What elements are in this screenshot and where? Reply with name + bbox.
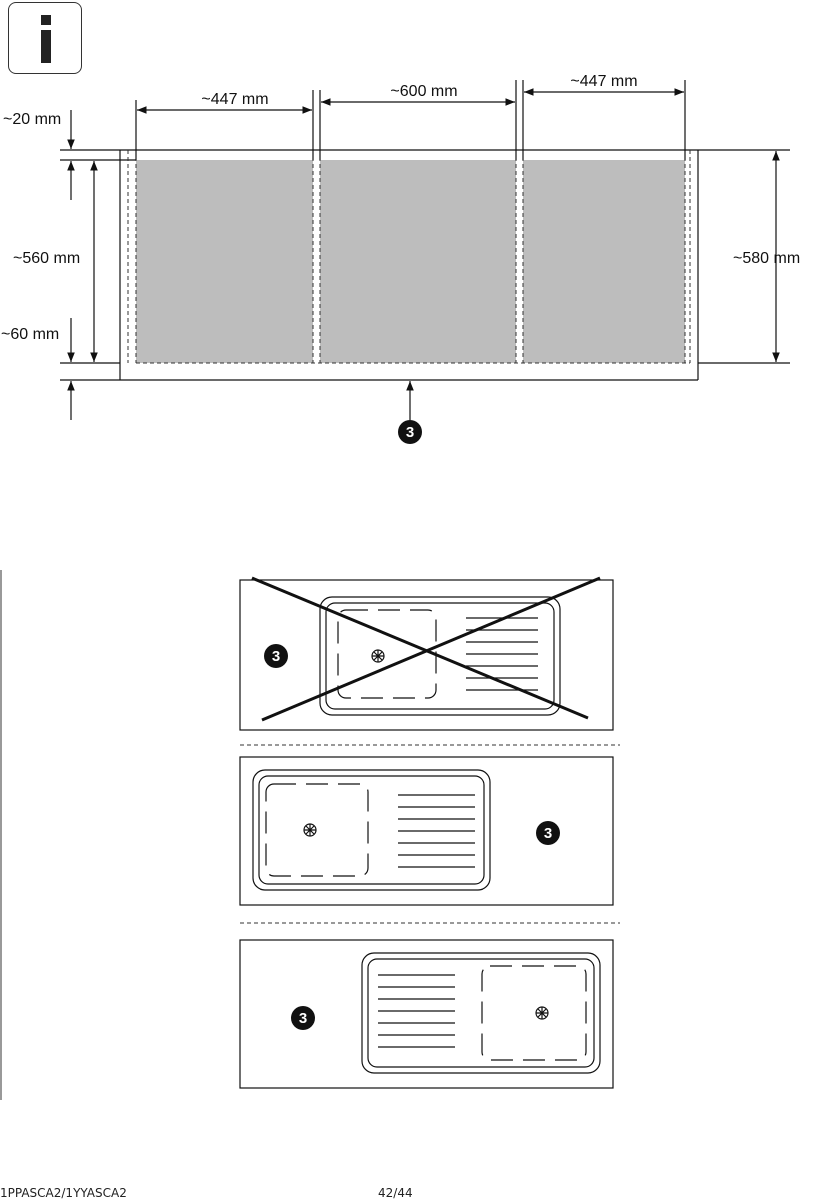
info-icon xyxy=(8,2,82,74)
footer-page-number: 42/44 xyxy=(378,1186,413,1200)
drain-icon xyxy=(371,649,385,663)
cabinet-area-right xyxy=(523,160,685,363)
cross-mark xyxy=(251,576,589,720)
info-glyph xyxy=(41,15,51,63)
cabinet-area-left xyxy=(136,160,313,363)
dim-left-width: ~447 mm xyxy=(201,91,268,108)
drain-icon xyxy=(303,823,317,837)
dim-bottom-gap: ~60 mm xyxy=(1,326,59,343)
countertop-dimension-drawing: ~447 mm ~600 mm ~447 mm ~20 mm ~560 mm ~… xyxy=(1,73,800,444)
dim-total-depth: ~580 mm xyxy=(733,250,800,267)
svg-text:3: 3 xyxy=(272,648,280,665)
dim-right-width: ~447 mm xyxy=(570,73,637,90)
sink-placement-incorrect: 3 xyxy=(239,576,614,731)
svg-text:3: 3 xyxy=(406,424,414,441)
dim-middle-width: ~600 mm xyxy=(390,83,457,100)
sink-placement-left: 3 xyxy=(239,756,614,906)
cabinet-area-middle xyxy=(320,160,516,363)
dim-depth: ~560 mm xyxy=(13,250,80,267)
footer-model: 1PPASCA2/1YYASCA2 xyxy=(0,1186,127,1200)
svg-text:3: 3 xyxy=(544,825,552,842)
callout-badge: 3 xyxy=(398,420,422,444)
svg-text:3: 3 xyxy=(299,1010,307,1027)
drain-icon xyxy=(535,1006,549,1020)
sink-placement-right: 3 xyxy=(239,939,614,1089)
dim-top-gap: ~20 mm xyxy=(3,111,61,128)
